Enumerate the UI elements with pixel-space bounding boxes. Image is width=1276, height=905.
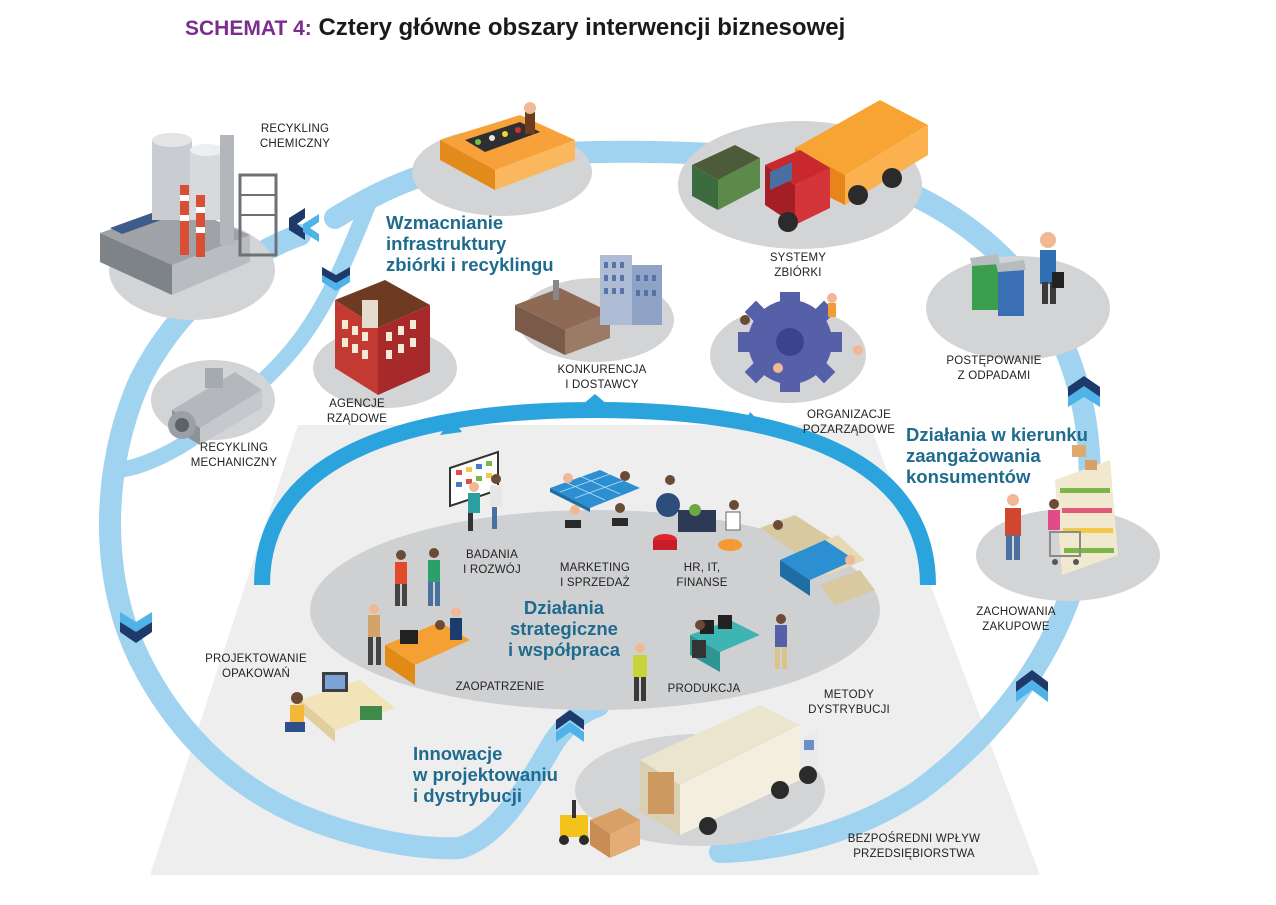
chevron-down-icon (120, 622, 152, 643)
research-board-icon (449, 450, 502, 531)
label-bezposredni: BEZPOŚREDNI WPŁYW PRZEDSIĘBIORSTWA (847, 833, 981, 860)
forklift-icon (559, 800, 640, 858)
chevron-up-icon (1016, 670, 1048, 692)
gear-team-icon (738, 292, 863, 392)
label-systemy-zbiorki: SYSTEMY ZBIÓRKI (769, 252, 827, 279)
label-recykling-chemiczny: RECYKLING CHEMICZNY (259, 123, 331, 150)
area-strategic: Działania strategiczne i współpraca (507, 597, 621, 660)
area-consumers: Działania w kierunku zaangażowania konsu… (906, 424, 1088, 487)
designer-desk-icon (285, 672, 395, 742)
label-produkcja: PRODUKCJA (667, 683, 741, 695)
recycling-machine-icon (168, 368, 262, 445)
label-organizacje: ORGANIZACJE POZARZĄDOWE (802, 409, 896, 436)
label-badania: BADANIA I ROZWÓJ (463, 549, 521, 576)
label-projektowanie: PROJEKTOWANIE OPAKOWAŃ (205, 653, 307, 680)
label-zaopatrzenie: ZAOPATRZENIE (455, 681, 545, 693)
area-infrastructure: Wzmacnianie infrastruktury zbiórki i rec… (386, 212, 554, 275)
chevron-down-icon (322, 267, 350, 284)
label-recykling-mechaniczny: RECYKLING MECHANICZNY (190, 442, 278, 469)
garbage-truck-icon (692, 100, 928, 232)
office-desk-icon (653, 475, 742, 551)
inner-arc-arrows (440, 394, 762, 435)
lounge-meeting-icon (760, 515, 875, 605)
label-konkurencja: KONKURENCJA I DOSTAWCY (557, 364, 647, 391)
label-marketing: MARKETING I SPRZEDAŻ (559, 562, 631, 589)
ring-chevrons (120, 208, 1100, 742)
government-building-icon (335, 280, 430, 395)
label-agencje: AGENCJE RZĄDOWE (326, 398, 388, 425)
label-postepowanie: POSTĘPOWANIE Z ODPADAMI (946, 355, 1042, 382)
chemical-plant-icon (100, 133, 278, 295)
chevron-left-icon (289, 208, 305, 240)
title-text: Cztery główne obszary interwencji biznes… (318, 14, 846, 41)
chevron-up-icon (556, 710, 584, 730)
title-label: SCHEMAT 4: (185, 17, 312, 40)
shopping-shelf-icon (1005, 445, 1118, 575)
production-desk-icon (633, 614, 787, 701)
label-zachowania: ZACHOWANIA ZAKUPOWE (976, 606, 1056, 633)
area-innovation: Innowacje w projektowaniu i dystrybucji (413, 743, 558, 806)
label-hr: HR, IT, FINANSE (676, 562, 728, 589)
recycling-bins-icon (970, 232, 1064, 316)
meeting-table-icon (550, 470, 640, 528)
procurement-desk-icon (368, 548, 470, 685)
sorting-conveyor-icon (440, 102, 575, 190)
label-metody: METODY DYSTRYBUCJI (808, 689, 890, 716)
inner-arc (254, 401, 936, 586)
central-platform (310, 510, 880, 710)
delivery-truck-icon (612, 705, 818, 835)
diagram-title: SCHEMAT 4: Cztery główne obszary interwe… (185, 14, 845, 42)
factory-icon (515, 255, 662, 355)
